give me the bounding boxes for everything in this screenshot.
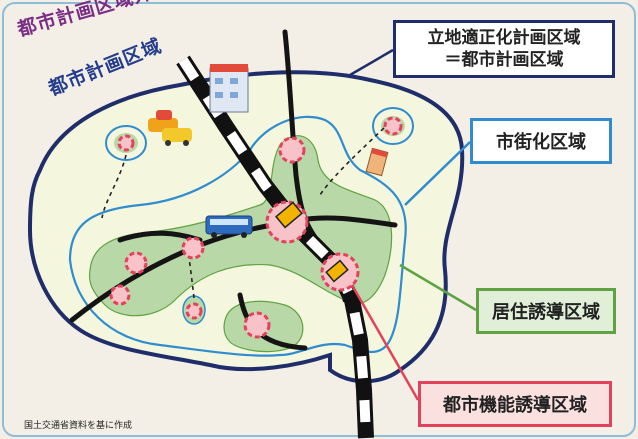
- leader-line-function: [350, 284, 420, 401]
- urbanization-area-shape: [68, 115, 407, 357]
- urban-function-guidance-area-box: 都市機能誘導区域: [418, 381, 612, 427]
- residential-guidance-area-box: 居住誘導区域: [476, 288, 616, 334]
- dashed-road: [319, 127, 385, 196]
- function-centers: [109, 116, 403, 339]
- leader-line-planning: [349, 48, 394, 77]
- car-icon: [148, 110, 192, 146]
- urbanization-area-box: 市街化区域: [470, 118, 612, 164]
- function-center: [278, 136, 306, 164]
- train-station-icon: [325, 259, 349, 283]
- function-center: [124, 251, 148, 275]
- source-note: 国土交通省資料を基に作成: [24, 421, 133, 431]
- train-station-icon: [275, 201, 303, 229]
- function-center: [185, 302, 203, 320]
- urbanization-island: [105, 125, 147, 161]
- site-optimization-plan-box: 立地適正化計画区域 ＝都市計画区域: [393, 20, 615, 78]
- function-center: [181, 236, 205, 260]
- site-optimization-line2: ＝都市計画区域: [444, 50, 564, 70]
- building-icon: [209, 64, 249, 113]
- leader-line-residential: [399, 263, 477, 312]
- railway-track-dash: [178, 57, 371, 439]
- bus-icon: [205, 215, 253, 238]
- function-center: [117, 134, 135, 152]
- leader-line-urbanization: [404, 141, 471, 206]
- function-center: [109, 284, 131, 306]
- main-road: [117, 230, 203, 243]
- function-center: [243, 311, 271, 339]
- urbanization-island: [372, 107, 414, 145]
- shop-icon: [365, 147, 389, 177]
- function-center: [383, 116, 403, 136]
- site-optimization-line1: 立地適正化計画区域: [427, 28, 581, 48]
- dashed-road: [187, 249, 195, 299]
